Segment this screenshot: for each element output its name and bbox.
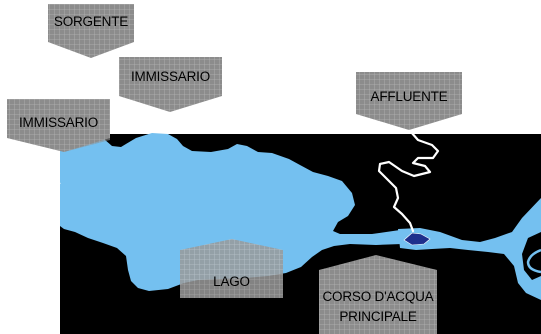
lake-callout	[180, 239, 283, 298]
main-river-channel	[398, 198, 541, 300]
tributary-label: AFFLUENTE	[356, 84, 462, 110]
left-inflow-nick	[51, 167, 61, 185]
source-label: SORGENTE	[48, 9, 134, 35]
main-course-label-line2: PRINCIPALE	[339, 309, 417, 324]
inflow-left-callout-shade	[64, 138, 110, 152]
source-callout	[48, 4, 134, 58]
inflow-top-label-text: IMMISSARIO	[130, 69, 210, 84]
inflow-top-callout	[119, 57, 222, 112]
lake-water	[60, 133, 402, 291]
lake-label-text: LAGO	[213, 274, 250, 289]
tributary-label-text: AFFLUENTE	[370, 89, 448, 104]
tributary-stream	[377, 120, 440, 233]
inflow-left-label-text: IMMISSARIO	[18, 115, 98, 130]
source-label-text: SORGENTE	[53, 14, 129, 29]
main-course-label: CORSO D'ACQUA PRINCIPALE	[319, 285, 437, 329]
inflow-top-label: IMMISSARIO	[119, 64, 222, 90]
main-course-label-line1: CORSO D'ACQUA	[322, 289, 434, 304]
inflow-left-label: IMMISSARIO	[7, 110, 110, 136]
estuary-channel	[526, 248, 541, 274]
tributary-callout	[356, 72, 462, 130]
main-course-callout	[319, 255, 437, 334]
main-channel-highlight	[403, 232, 431, 246]
lake-label: LAGO	[180, 271, 283, 293]
